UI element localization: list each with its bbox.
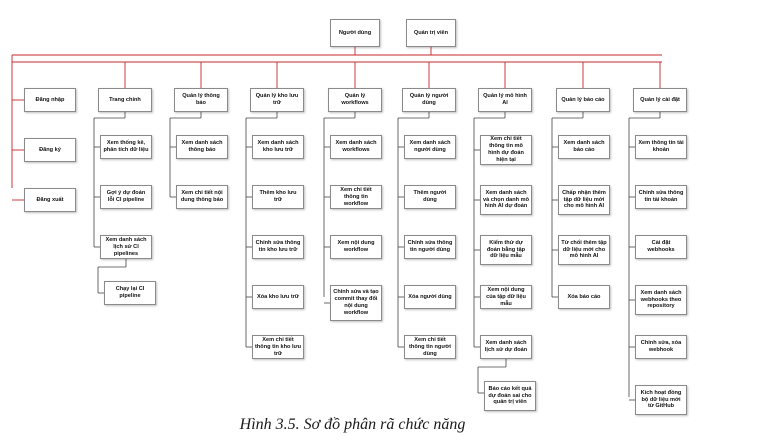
node-c5-2: Chỉnh sửa thông tin người dùng — [404, 235, 456, 259]
node-c8-4: Chỉnh sửa, xóa webhook — [635, 335, 687, 359]
node-c6-3: Xem nội dung của tập dữ liệu mẫu — [480, 285, 532, 309]
figure-caption: Hình 3.5. Sơ đồ phân rã chức năng — [239, 416, 466, 433]
node-c7-0: Xem danh sách báo cáo — [558, 135, 610, 159]
node-c4-1: Xem chi tiết thông tin workflow — [330, 185, 382, 209]
node-c1-0: Xem thống kê, phân tích dữ liệu — [100, 135, 152, 159]
node-c3-0: Xem danh sách kho lưu trữ — [252, 135, 304, 159]
node-c1-extra: Chạy lại CI pipeline — [104, 281, 156, 305]
node-c2-0: Xem danh sách thông báo — [176, 135, 228, 159]
node-c8-2: Cài đặt webhooks — [635, 235, 687, 259]
node-c6-4: Xem danh sách lịch sử dự đoán — [480, 335, 532, 359]
node-c0-2: Đăng xuất — [24, 188, 76, 212]
node-c5-4: Xem chi tiết thông tin người dùng — [404, 335, 456, 359]
node-c3-2: Chỉnh sửa thông tin kho lưu trữ — [252, 235, 304, 259]
node-c6-extra: Báo cáo kết quả dự đoán sai cho quản trị… — [484, 381, 536, 411]
node-c6-2: Kiểm thử dự đoán bằng tập dữ liệu mẫu — [480, 235, 532, 265]
node-c4-2: Xem nội dung workflow — [330, 235, 382, 259]
head-c1: Trang chính — [98, 88, 152, 112]
node-c5-3: Xóa người dùng — [404, 285, 456, 309]
head-c5: Quản lý người dùng — [402, 88, 456, 112]
node-c7-2: Từ chối thêm tập dữ liệu mới cho mô hình… — [558, 235, 610, 265]
node-c4-3: Chỉnh sửa và tạo commit thay đổi nội dun… — [330, 285, 382, 321]
node-c3-3: Xóa kho lưu trữ — [252, 285, 304, 309]
node-c8-3: Xem danh sách webhooks theo repository — [635, 285, 687, 315]
node-c1-1: Gợi ý dự đoán lỗi CI pipeline — [100, 185, 152, 209]
node-c7-3: Xóa báo cáo — [558, 285, 610, 309]
node-c6-0: Xem chi tiết thông tin mô hình dự đoán h… — [480, 135, 532, 165]
node-c5-0: Xem danh sách người dùng — [404, 135, 456, 159]
head-c2: Quản lý thông báo — [174, 88, 228, 112]
node-c0-1: Đăng ký — [24, 138, 76, 162]
node-c8-1: Chỉnh sửa thông tin tài khoản — [635, 185, 687, 209]
head-c6: Quản lý mô hình AI — [478, 88, 532, 112]
node-c4-0: Xem danh sách workflows — [330, 135, 382, 159]
node-c5-1: Thêm người dùng — [404, 185, 456, 209]
node-c3-4: Xem chi tiết thông tin kho lưu trữ — [252, 335, 304, 359]
node-c2-1: Xem chi tiết nội dung thông báo — [176, 185, 228, 209]
head-c8: Quản lý cài đặt — [633, 88, 687, 112]
head-c7: Quản lý báo cáo — [556, 88, 610, 112]
connector-lines — [11, 47, 662, 401]
node-c0-0: Đăng nhập — [24, 88, 76, 112]
node-c6-1: Xem danh sách và chọn danh mô hình AI dự… — [480, 185, 532, 215]
head-c3: Quản lý kho lưu trữ — [250, 88, 304, 112]
node-c8-0: Xem thông tin tài khoản — [635, 135, 687, 159]
node-c8-5: Kích hoạt đồng bộ dữ liệu mới từ GitHub — [635, 385, 687, 415]
node-c3-1: Thêm kho lưu trữ — [252, 185, 304, 209]
node-c1-2: Xem danh sách lịch sử CI pipelines — [100, 235, 152, 259]
root-quantri: Quản trị viên — [406, 19, 456, 47]
head-c4: Quản lý workflows — [328, 88, 382, 112]
root-nguoidung: Người dùng — [330, 19, 380, 47]
node-c7-1: Chấp nhận thêm tập dữ liệu mới cho mô hì… — [558, 185, 610, 215]
